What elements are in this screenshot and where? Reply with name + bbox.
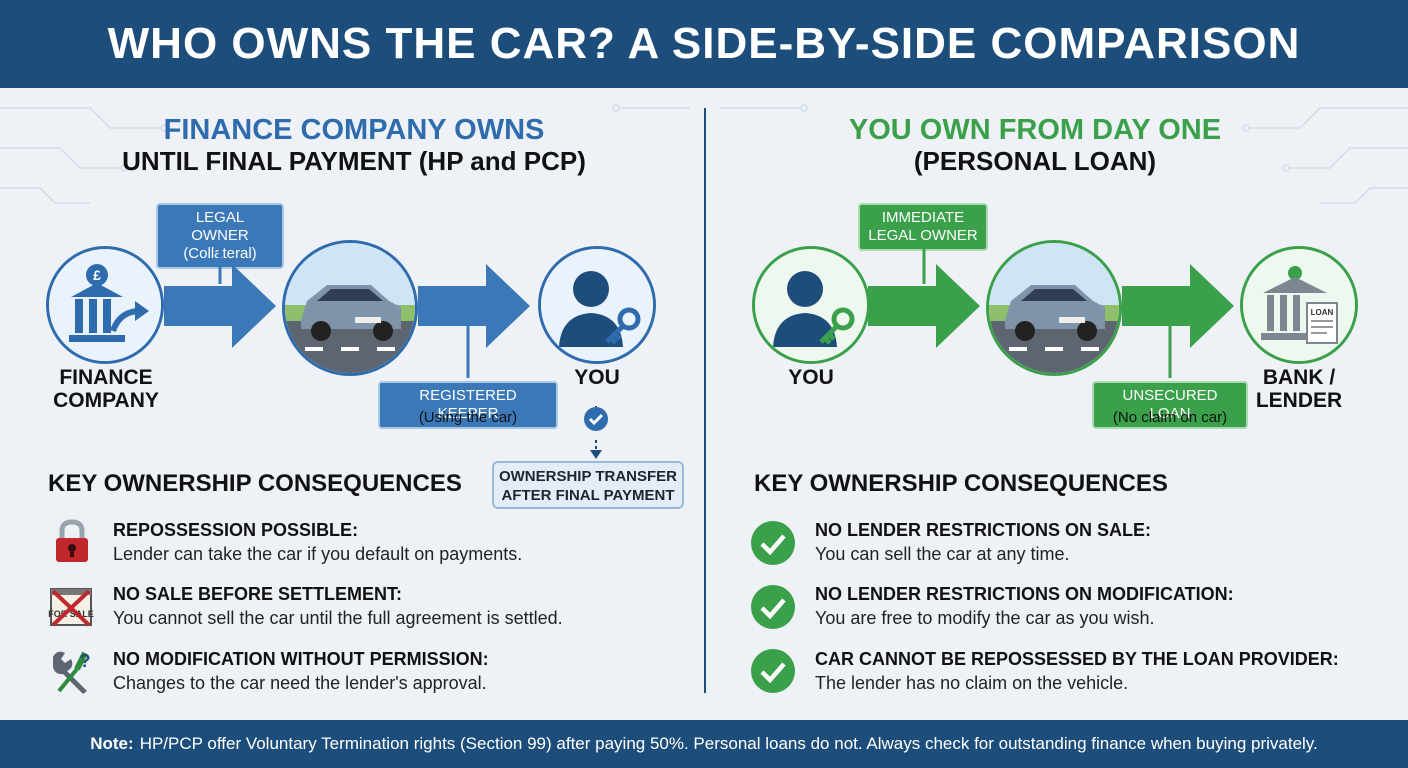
left-you-label: YOU [574,366,620,389]
check-circle-icon [750,648,796,694]
bank-pound-icon: £ [49,249,161,361]
sale-sign-text: FOR SALE [48,609,94,619]
right-car-circle [986,240,1122,376]
immediate-owner-line2: LEGAL OWNER [868,227,978,244]
person-key-icon [541,249,653,361]
right-item-2: CAR CANNOT BE REPOSSESSED BY THE LOAN PR… [815,649,1339,694]
transfer-check-icon [584,407,608,431]
left-flow-arrows [164,248,602,459]
finance-company-circle: £ [46,246,164,364]
svg-text:£: £ [93,267,101,283]
left-item-1-title: NO SALE BEFORE SETTLEMENT: [113,584,403,604]
finance-company-label: FINANCE COMPANY [36,366,176,412]
left-item-1: NO SALE BEFORE SETTLEMENT: You cannot se… [113,584,563,629]
header-banner: WHO OWNS THE CAR? A SIDE-BY-SIDE COMPARI… [0,0,1408,88]
left-title: FINANCE COMPANY OWNS [163,114,545,146]
left-item-2-title: NO MODIFICATION WITHOUT PERMISSION: [113,649,489,669]
right-flow-arrows [868,248,1234,378]
right-item-2-desc: The lender has no claim on the vehicle. [815,673,1129,693]
page-title: WHO OWNS THE CAR? A SIDE-BY-SIDE COMPARI… [107,19,1301,68]
legal-owner-tag-line1: LEGAL OWNER [191,209,249,244]
car-icon [989,243,1119,373]
bank-lender-circle: LOAN [1240,246,1358,364]
right-item-0-title: NO LENDER RESTRICTIONS ON SALE: [815,520,1152,540]
unsecured-loan-tag: UNSECURED LOAN [1092,381,1248,429]
left-item-0-title: REPOSSESSION POSSIBLE: [113,520,359,540]
right-consequences-heading: KEY OWNERSHIP CONSEQUENCES [754,470,1168,497]
bank-label-line2: LENDER [1255,389,1343,412]
right-item-1: NO LENDER RESTRICTIONS ON MODIFICATION: … [815,584,1234,629]
right-item-0-desc: You can sell the car at any time. [815,544,1070,564]
left-item-2: NO MODIFICATION WITHOUT PERMISSION: Chan… [113,649,489,694]
left-you-circle [538,246,656,364]
footer-note-text: HP/PCP offer Voluntary Termination right… [139,734,1318,753]
footer-note: Note: HP/PCP offer Voluntary Termination… [0,720,1408,768]
registered-keeper-tag: REGISTERED KEEPER [378,381,558,429]
check-circle-icon [750,584,796,630]
loan-doc-text: LOAN [1311,308,1334,317]
no-sale-sign-icon: FOR SALE [47,583,95,631]
bank-loan-icon: LOAN [1243,249,1355,361]
right-item-0: NO LENDER RESTRICTIONS ON SALE: You can … [815,520,1151,565]
footer-note-label: Note: [90,734,134,753]
bank-lender-label: BANK / LENDER [1236,366,1362,412]
left-item-0: REPOSSESSION POSSIBLE: Lender can take t… [113,520,522,565]
left-item-1-desc: You cannot sell the car until the full a… [113,608,563,628]
loan-caption: (No claim on car) [1112,409,1228,426]
keeper-caption: (Using the car) [418,409,518,426]
right-item-1-desc: You are free to modify the car as you wi… [815,608,1155,628]
car-icon [285,243,415,373]
right-you-circle [752,246,870,364]
finance-label-line2: COMPANY [53,389,159,412]
svg-text:?: ? [80,651,91,671]
bank-label-line1: BANK / [1262,366,1336,389]
tools-question-icon: ? [47,647,95,695]
left-item-0-desc: Lender can take the car if you default o… [113,544,523,564]
check-circle-icon [750,520,796,566]
ownership-transfer-box: OWNERSHIP TRANSFER AFTER FINAL PAYMENT [492,461,684,509]
right-item-2-title: CAR CANNOT BE REPOSSESSED BY THE LOAN PR… [815,649,1339,669]
left-consequences-heading: KEY OWNERSHIP CONSEQUENCES [48,470,462,497]
right-item-1-title: NO LENDER RESTRICTIONS ON MODIFICATION: [815,584,1234,604]
right-subtitle: (PERSONAL LOAN) [913,146,1157,176]
left-item-2-desc: Changes to the car need the lender's app… [113,673,487,693]
left-subtitle: UNTIL FINAL PAYMENT (HP and PCP) [122,146,586,176]
finance-label-line1: FINANCE [59,366,153,389]
person-key-icon [755,249,867,361]
transfer-line2: AFTER FINAL PAYMENT [501,487,675,504]
right-title: YOU OWN FROM DAY ONE [848,114,1222,146]
left-car-circle [282,240,418,376]
padlock-icon [48,517,96,565]
center-divider [704,108,706,693]
immediate-owner-line1: IMMEDIATE [881,209,965,226]
right-you-label: YOU [788,366,834,389]
immediate-owner-tag: IMMEDIATE LEGAL OWNER [858,203,988,251]
transfer-line1: OWNERSHIP TRANSFER [498,468,678,485]
